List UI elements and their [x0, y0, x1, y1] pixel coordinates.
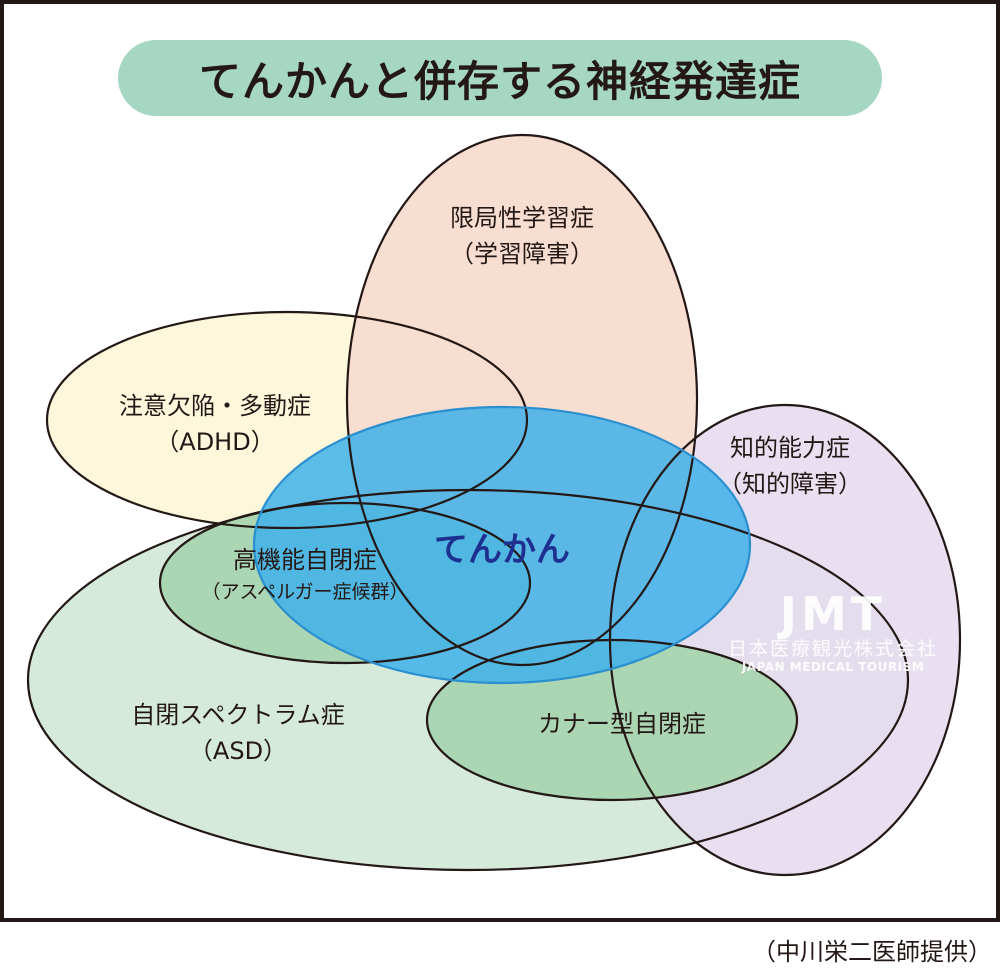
learning-disorder-label: 限局性学習症 （学習障害） [450, 200, 594, 272]
kanner-outline [425, 638, 799, 802]
asd-name: 自閉スペクトラム症 [131, 701, 345, 729]
learning-disorder-name: 限局性学習症 [450, 204, 594, 232]
learning-disorder-sub: （学習障害） [450, 240, 594, 268]
intellectual-disability-sub: （知的障害） [718, 470, 862, 498]
learning-outline [345, 133, 699, 667]
asd-label: 自閉スペクトラム症 （ASD） [131, 697, 345, 769]
adhd-sub: （ADHD） [155, 428, 275, 456]
intellectual-disability-name: 知的能力症 [730, 434, 850, 462]
jmt-watermark: JMT 日本医療観光株式会社 JAPAN MEDICAL TOURISM [718, 590, 948, 674]
adhd-name: 注意欠陥・多動症 [119, 392, 311, 420]
jmt-logo: JMT [779, 587, 887, 641]
high-functioning-autism-name: 高機能自閉症 [232, 546, 377, 574]
watermark-company-jp: 日本医療観光株式会社 [727, 638, 938, 660]
adhd-label: 注意欠陥・多動症 （ADHD） [119, 388, 311, 460]
high-functioning-autism-label: 高機能自閉症 （アスペルガー症候群） [201, 542, 408, 606]
epilepsy-outline [252, 405, 752, 685]
page-title: てんかんと併存する神経発達症 [118, 40, 882, 116]
high-functioning-autism-sub: （アスペルガー症候群） [201, 581, 409, 603]
credit-note: （中川栄二医師提供） [752, 938, 992, 966]
asd-sub: （ASD） [188, 737, 288, 765]
watermark-company-en: JAPAN MEDICAL TOURISM [741, 660, 925, 674]
kanner-autism-label: カナー型自閉症 [538, 710, 706, 738]
intellectual-disability-label: 知的能力症 （知的障害） [718, 430, 862, 502]
high-functioning-outline [158, 501, 532, 665]
epilepsy-label: てんかん [434, 530, 570, 570]
adhd-outline [45, 310, 529, 530]
